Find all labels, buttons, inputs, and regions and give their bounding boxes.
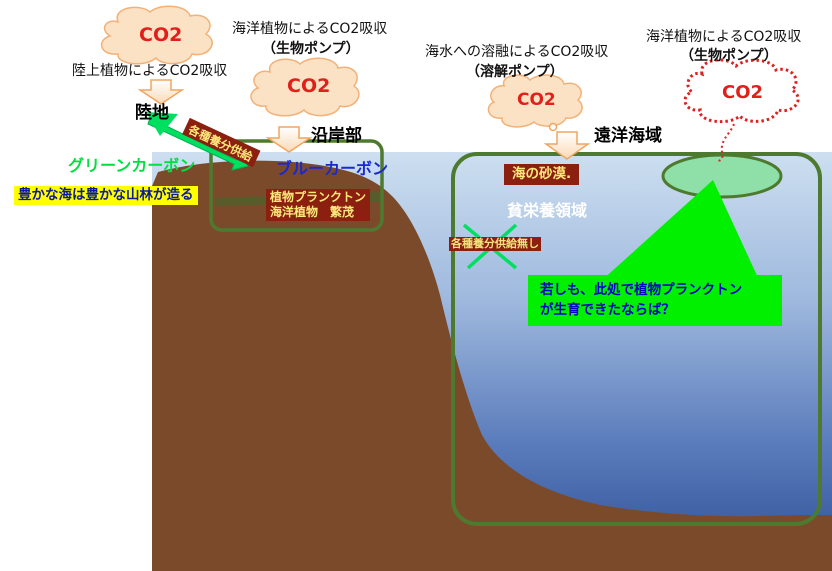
cloud-offshore-label: CO2 bbox=[722, 82, 764, 103]
cloud-coastal-label: CO2 bbox=[287, 75, 331, 97]
solubility-pump-label: （溶解ポンプ） bbox=[466, 64, 564, 80]
oligotrophic-label: 貧栄養領域 bbox=[507, 201, 588, 220]
cloud-coastal bbox=[250, 57, 360, 117]
dissolution-absorption-label: 海水への溶融によるCO2吸収 bbox=[425, 44, 609, 60]
plankton-tag: 植物プランクトン 海洋植物 繁茂 bbox=[266, 189, 371, 221]
marine-absorption-label-2: 海洋植物によるCO2吸収 bbox=[646, 29, 802, 45]
cloud-dissolution-label: CO2 bbox=[517, 90, 556, 110]
land-absorption-label: 陸上植物によるCO2吸収 bbox=[72, 63, 228, 79]
blue-carbon-label: ブルーカーボン bbox=[276, 159, 389, 178]
marine-absorption-label-1: 海洋植物によるCO2吸収 bbox=[232, 21, 388, 37]
cloud-dissolution bbox=[487, 74, 583, 128]
hypothesis-line-1: 若しも、此処で植物プランクトン bbox=[540, 282, 743, 298]
hypothesis-line-2: が生育できたならば？ bbox=[540, 301, 675, 318]
arrow-land bbox=[137, 79, 185, 105]
plankton-text: 植物プランクトン bbox=[270, 190, 367, 204]
marine-plants-text: 海洋植物 繁茂 bbox=[270, 205, 355, 219]
no-supply-tag: 各種養分供給無し bbox=[449, 237, 541, 251]
callout-pointer bbox=[600, 180, 760, 282]
bio-pump-label-1: （生物ポンプ） bbox=[262, 41, 360, 57]
cloud-land-label: CO2 bbox=[139, 24, 183, 46]
zone-land: 陸地 bbox=[135, 103, 169, 123]
cloud-land bbox=[100, 5, 213, 65]
cloud-offshore-dotted bbox=[683, 58, 800, 124]
sea-desert-tag: 海の砂漠. bbox=[504, 164, 580, 185]
thought-trail bbox=[717, 123, 735, 162]
green-carbon-label: グリーンカーボン bbox=[68, 156, 196, 175]
arrow-coastal bbox=[265, 126, 313, 153]
dissolution-marker bbox=[548, 122, 558, 132]
hypothesis-callout: 若しも、此処で植物プランクトン が生育できたならば？ bbox=[528, 275, 782, 327]
bio-pump-label-2: （生物ポンプ） bbox=[680, 48, 778, 64]
zone-coast: 沿岸部 bbox=[311, 126, 362, 146]
arrow-dissolution bbox=[543, 131, 591, 160]
land-mass bbox=[152, 160, 832, 571]
zone-offshore: 遠洋海域 bbox=[594, 126, 662, 146]
slogan-banner: 豊かな海は豊かな山林が造る bbox=[14, 186, 198, 205]
green-arrow-head bbox=[146, 112, 178, 136]
offshore-frame bbox=[451, 152, 822, 526]
plankton-area bbox=[661, 153, 783, 199]
